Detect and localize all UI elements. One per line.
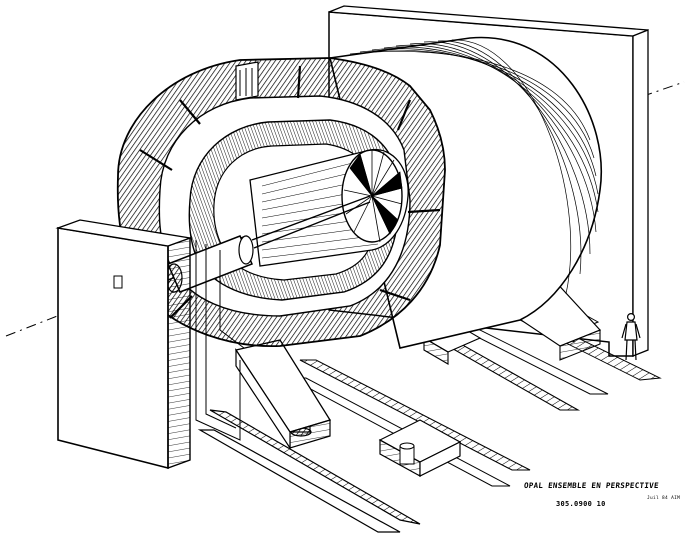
- caption-title: OPAL ENSEMBLE EN PERSPECTIVE: [523, 481, 660, 490]
- end-cap-detector: [341, 149, 403, 243]
- front-shielding-wall: [55, 219, 245, 470]
- caption-reference: 305.0900 10: [556, 500, 606, 508]
- human-figure: [621, 313, 641, 361]
- caption-date: Juil 84 AIM: [647, 496, 681, 501]
